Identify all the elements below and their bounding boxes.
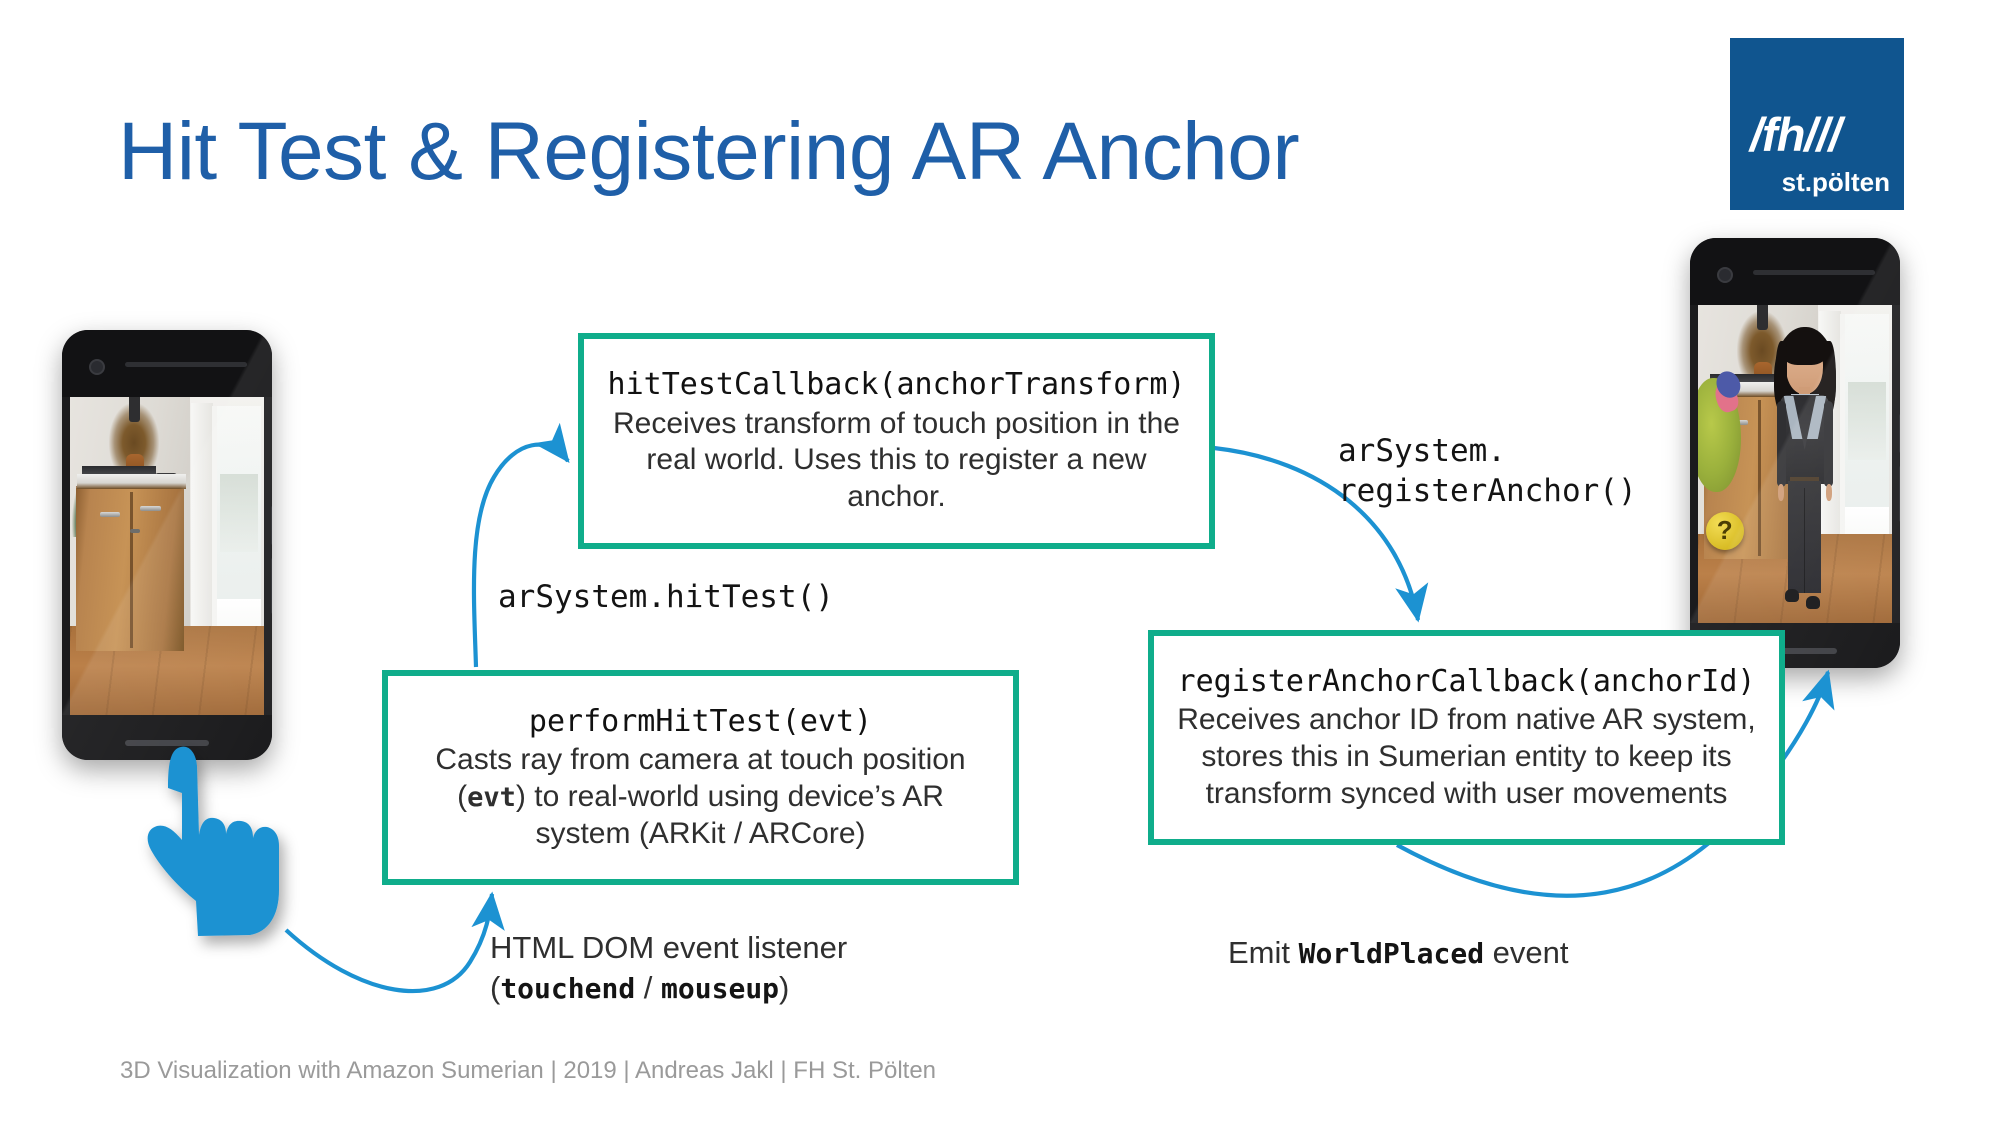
avatar-shoe-left	[1785, 588, 1799, 602]
hand-cursor-icon	[147, 746, 279, 936]
phone-right-screen: ?	[1697, 304, 1893, 623]
paren-open: (	[490, 969, 501, 1005]
avatar-legs	[1788, 481, 1821, 593]
box-hit-test-callback-description: Receives transform of touch position in …	[613, 406, 1180, 514]
phone-left	[62, 330, 272, 760]
front-camera-icon	[1717, 267, 1734, 284]
fh-st-poelten-logo: /fh/// st.pölten	[1730, 38, 1904, 210]
phone-right: ?	[1690, 238, 1900, 668]
phone-left-screen	[69, 396, 265, 715]
code-mouseup: mouseup	[661, 971, 780, 1005]
logo-city-text: st.pölten	[1781, 167, 1890, 197]
phone-left-fingerprint-bar	[125, 740, 209, 747]
avatar-belt	[1790, 476, 1820, 485]
emit-suffix: event	[1484, 935, 1569, 970]
code-worldplaced: WorldPlaced	[1298, 937, 1485, 970]
cabinet-keyhole	[130, 528, 141, 533]
earpiece-speaker	[1753, 270, 1875, 276]
edge-label-arsystem-registeranchor: arSystem.registerAnchor()	[1338, 432, 1637, 511]
cabinet-top-surface	[76, 474, 186, 490]
phone-left-volume-button	[271, 557, 272, 614]
box-register-anchor-callback: registerAnchorCallback(anchorId) Receive…	[1148, 630, 1785, 845]
code-touchend: touchend	[500, 971, 636, 1005]
arrow-performhittest-to-hittestcallback	[471, 422, 570, 668]
logo-mark-text: /fh///	[1750, 108, 1842, 161]
cabinet-handle-left	[99, 512, 121, 518]
avatar-shoe-right	[1806, 595, 1821, 609]
cabinet-top-items	[1710, 373, 1785, 384]
box-perform-hit-test: performHitTest(evt) Casts ray from camer…	[382, 670, 1019, 885]
paren-close: )	[779, 969, 790, 1005]
ar-camera-view	[69, 396, 265, 715]
edge-label-line2: registerAnchor()	[1338, 472, 1637, 509]
avatar-arm-right	[1824, 401, 1834, 487]
desc-part2: ) to real-world using device’s AR system…	[515, 779, 944, 850]
cabinet-handle-right	[139, 505, 161, 511]
phone-left-power-button	[271, 506, 272, 545]
edge-label-emit-worldplaced: Emit WorldPlaced event	[1228, 933, 1569, 973]
box-hit-test-callback-signature: hitTestCallback(anchorTransform)	[607, 367, 1186, 403]
arrow-dom-event-to-performhittest	[284, 891, 505, 993]
edge-label-line1: arSystem.	[1338, 433, 1506, 469]
desc-code-evt: evt	[467, 781, 516, 813]
room-door-frame	[191, 403, 213, 671]
box-register-anchor-callback-description: Receives anchor ID from native AR system…	[1177, 703, 1756, 810]
phone-right-volume-button	[1899, 465, 1900, 522]
avatar-hair-front	[1781, 330, 1828, 366]
avatar-hand-left	[1777, 484, 1785, 502]
avatar-hair-side-right	[1824, 340, 1837, 416]
box-perform-hit-test-signature: performHitTest(evt)	[528, 703, 873, 739]
box-register-anchor-callback-signature: registerAnchorCallback(anchorId)	[1177, 663, 1756, 699]
sumerian-avatar	[1764, 324, 1846, 610]
edge-label-arsystem-hittest: arSystem.hitTest()	[498, 579, 834, 615]
dom-listener-line1: HTML DOM event listener	[490, 930, 848, 965]
avatar-arm-left	[1776, 401, 1786, 487]
ar-scene-with-avatar: ?	[1697, 304, 1893, 623]
phone-left-bottom-bezel	[62, 714, 272, 760]
slide-footer: 3D Visualization with Amazon Sumerian | …	[120, 1057, 937, 1084]
decorative-3d-object	[1697, 377, 1741, 493]
avatar-hand-right	[1825, 484, 1833, 502]
box-perform-hit-test-description: Casts ray from camera at touch position …	[388, 742, 1013, 852]
emit-prefix: Emit	[1228, 935, 1299, 970]
phone-right-fingerprint-bar	[1753, 648, 1837, 655]
front-camera-icon	[89, 359, 106, 376]
cabinet-top-items	[82, 465, 157, 476]
edge-label-dom-event-listener: HTML DOM event listener (touchend / mous…	[490, 928, 847, 1007]
question-badge-icon: ?	[1705, 511, 1744, 550]
earpiece-speaker	[125, 362, 247, 368]
code-separator: /	[635, 969, 662, 1005]
dom-listener-line2: (touchend / mouseup)	[490, 968, 847, 1008]
page-title: Hit Test & Registering AR Anchor	[118, 106, 1300, 197]
phone-right-power-button	[1899, 414, 1900, 453]
box-hit-test-callback: hitTestCallback(anchorTransform) Receive…	[578, 333, 1215, 549]
room-cabinet	[75, 465, 186, 652]
desc-part1: Casts ray from camera at touch position …	[435, 743, 966, 813]
